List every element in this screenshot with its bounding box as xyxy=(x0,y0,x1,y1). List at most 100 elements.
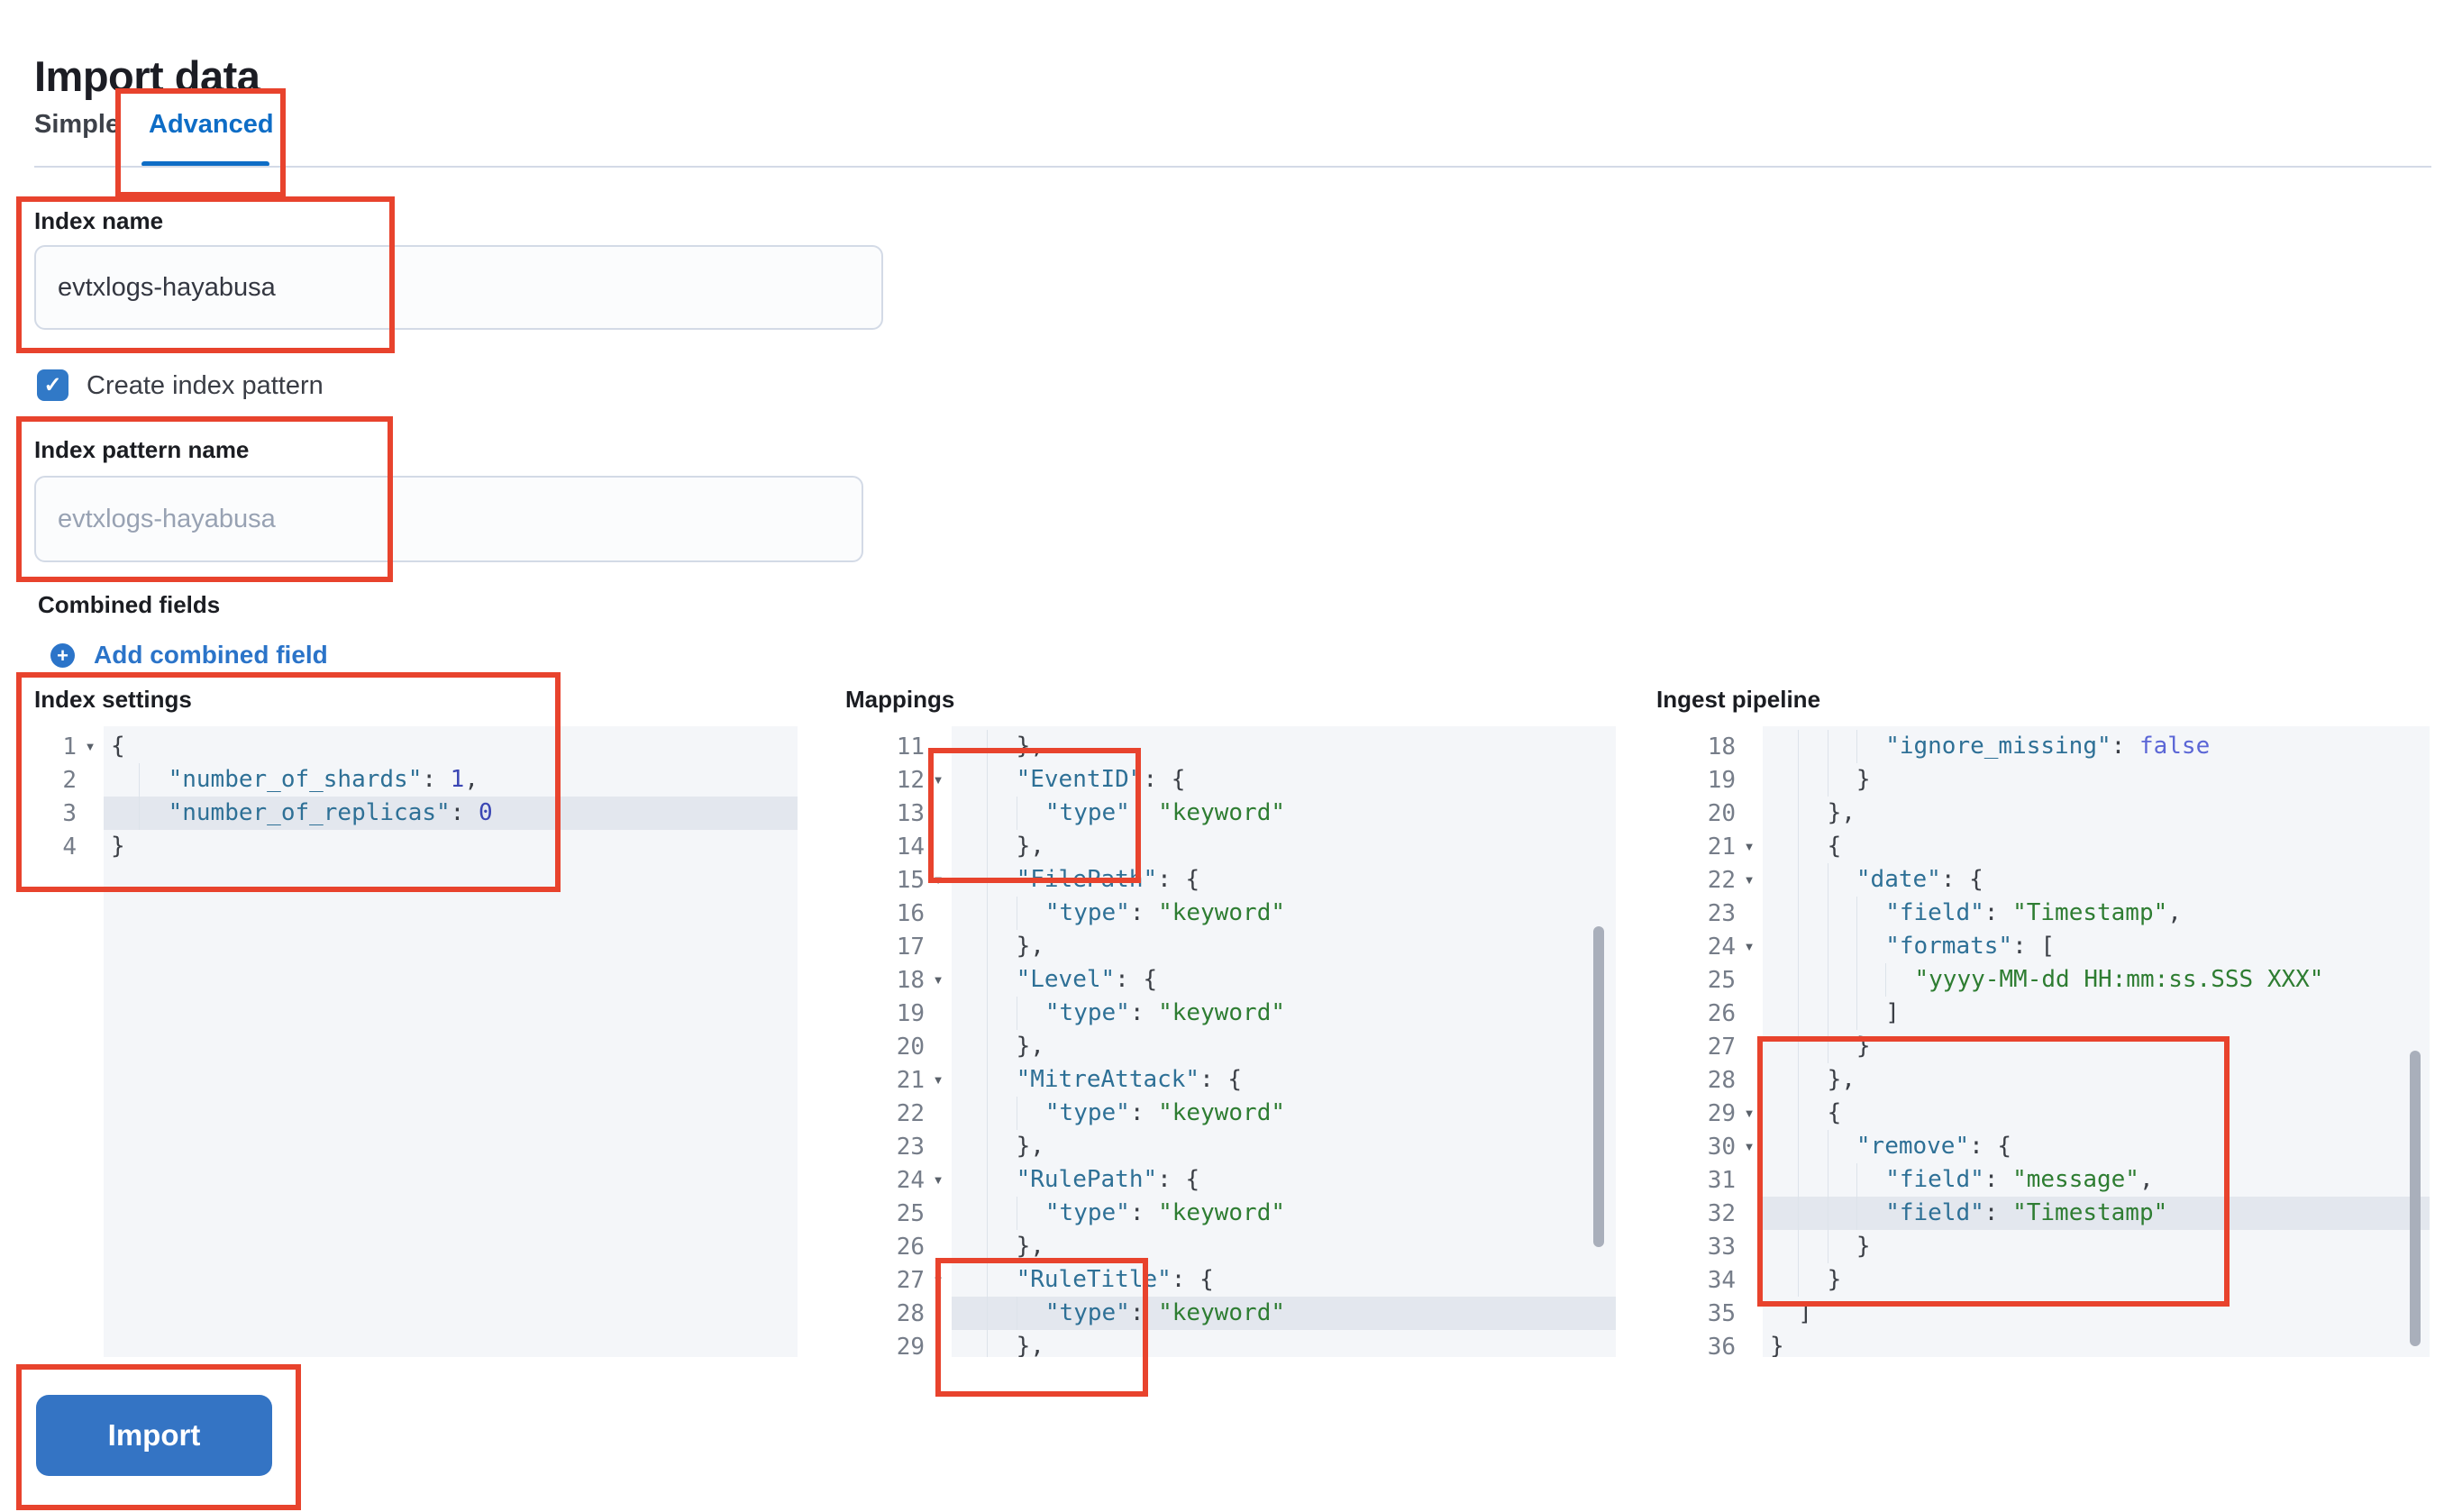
line-number-fold[interactable]: 15▼ xyxy=(852,863,952,897)
line-number-fold[interactable]: 27▼ xyxy=(852,1263,952,1297)
index-name-input[interactable] xyxy=(34,245,883,330)
index-pattern-name-input[interactable] xyxy=(34,476,863,562)
line-number-fold[interactable]: 24▼ xyxy=(852,1163,952,1197)
index-pattern-name-label: Index pattern name xyxy=(34,436,250,463)
fold-arrow-icon[interactable]: ▼ xyxy=(932,773,944,787)
code-line: "remove": { xyxy=(1763,1130,2430,1163)
code-line: "type": "keyword" xyxy=(952,997,1616,1030)
code-line: "type": "keyword" xyxy=(952,797,1616,830)
page-title: Import data xyxy=(34,52,260,101)
code-line: }, xyxy=(952,1330,1616,1357)
line-number-fold[interactable]: 21▼ xyxy=(852,1063,952,1097)
code-line: "formats": [ xyxy=(1763,930,2430,963)
code-line: }, xyxy=(952,830,1616,863)
code-line: "ignore_missing": false xyxy=(1763,730,2430,763)
code-line: "number_of_shards": 1, xyxy=(104,763,798,797)
add-combined-field-link[interactable]: Add combined field xyxy=(94,641,328,669)
code-line: "field": "message", xyxy=(1763,1163,2430,1197)
code-line: }, xyxy=(1763,797,2430,830)
code-line: { xyxy=(111,733,125,760)
line-number-fold[interactable]: 22▼ xyxy=(1663,863,1763,897)
fold-arrow-icon[interactable]: ▼ xyxy=(932,973,944,987)
fold-arrow-icon[interactable]: ▼ xyxy=(1743,1140,1755,1153)
fold-arrow-icon[interactable]: ▼ xyxy=(932,1173,944,1187)
mappings-scrollbar[interactable] xyxy=(1593,926,1604,1247)
create-index-pattern-checkbox[interactable]: ✓ xyxy=(37,369,68,401)
line-number: 2 xyxy=(62,766,77,794)
line-number-fold[interactable]: 21▼ xyxy=(1663,830,1763,863)
index-settings-code[interactable]: { "number_of_shards": 1,"number_of_replic… xyxy=(104,726,798,1357)
line-number: 3 xyxy=(62,799,77,827)
line-number-fold[interactable]: 24▼ xyxy=(1663,930,1763,963)
combined-fields-label: Combined fields xyxy=(38,591,221,618)
code-line: } xyxy=(1763,1230,2430,1263)
line-number-fold[interactable]: 29▼ xyxy=(1663,1097,1763,1130)
code-line: { xyxy=(1763,830,2430,863)
ingest-pipeline-label: Ingest pipeline xyxy=(1656,686,1821,713)
ingest-pipeline-scrollbar[interactable] xyxy=(2410,1051,2421,1346)
fold-arrow-icon[interactable]: ▼ xyxy=(84,740,96,753)
code-line: }, xyxy=(952,930,1616,963)
tab-simple[interactable]: Simple xyxy=(34,110,121,139)
code-line: } xyxy=(1763,763,2430,797)
line-number: 16 xyxy=(896,899,925,927)
import-button[interactable]: Import xyxy=(36,1395,272,1476)
code-line: "RulePath": { xyxy=(952,1163,1616,1197)
line-number: 13 xyxy=(896,799,925,827)
code-line: "FilePath": { xyxy=(952,863,1616,897)
code-line: "type": "keyword" xyxy=(952,1197,1616,1230)
code-line: }, xyxy=(952,1230,1616,1263)
fold-arrow-icon[interactable]: ▼ xyxy=(1743,840,1755,853)
check-icon: ✓ xyxy=(43,373,62,397)
line-number: 27 xyxy=(1707,1033,1736,1061)
fold-arrow-icon[interactable]: ▼ xyxy=(1743,940,1755,953)
mappings-code[interactable]: },"EventID": {"type": "keyword"},"FilePa… xyxy=(952,726,1616,1357)
code-line: }, xyxy=(952,1130,1616,1163)
fold-arrow-icon[interactable]: ▼ xyxy=(1743,873,1755,887)
line-number: 19 xyxy=(1707,766,1736,794)
line-number: 29 xyxy=(896,1333,925,1361)
code-line: } xyxy=(111,833,125,860)
line-number: 23 xyxy=(1707,899,1736,927)
code-line-active: "number_of_replicas": 0 xyxy=(104,797,798,830)
fold-arrow-icon[interactable]: ▼ xyxy=(932,1073,944,1087)
code-line: }, xyxy=(952,730,1616,763)
tab-advanced[interactable]: Advanced xyxy=(149,110,274,139)
code-line-active: "field": "Timestamp" xyxy=(1763,1197,2430,1230)
index-name-label: Index name xyxy=(34,207,164,234)
code-line: { xyxy=(1763,1097,2430,1130)
line-number: 36 xyxy=(1707,1333,1736,1361)
line-number-fold[interactable]: 30▼ xyxy=(1663,1130,1763,1163)
fold-arrow-icon[interactable]: ▼ xyxy=(932,1273,944,1287)
line-number: 28 xyxy=(1707,1066,1736,1094)
code-line: ] xyxy=(1763,997,2430,1030)
fold-arrow-icon[interactable]: ▼ xyxy=(932,873,944,887)
fold-arrow-icon[interactable]: ▼ xyxy=(1743,1107,1755,1120)
line-number: 20 xyxy=(1707,799,1736,827)
line-number: 14 xyxy=(896,833,925,861)
create-index-pattern-label[interactable]: Create index pattern xyxy=(87,371,324,400)
line-number-fold[interactable]: 18▼ xyxy=(852,963,952,997)
line-number-fold[interactable]: 12▼ xyxy=(852,763,952,797)
line-number: 4 xyxy=(62,833,77,861)
line-number: 34 xyxy=(1707,1266,1736,1294)
line-number-fold[interactable]: 1▼ xyxy=(34,730,104,763)
mappings-label: Mappings xyxy=(845,686,955,713)
code-line: ] xyxy=(1798,1299,1812,1326)
index-settings-gutter: 1▼ 2 3 4 xyxy=(34,726,104,1357)
code-line: "RuleTitle": { xyxy=(952,1263,1616,1297)
code-line: "date": { xyxy=(1763,863,2430,897)
line-number: 28 xyxy=(896,1299,925,1327)
plus-in-circle-icon[interactable]: + xyxy=(50,643,75,668)
code-line-active: "type": "keyword" xyxy=(952,1297,1616,1330)
line-number: 35 xyxy=(1707,1299,1736,1327)
code-line: "Level": { xyxy=(952,963,1616,997)
line-number: 11 xyxy=(896,733,925,761)
code-line: }, xyxy=(952,1030,1616,1063)
line-number: 20 xyxy=(896,1033,925,1061)
ingest-pipeline-code[interactable]: "ignore_missing": false}},{"date": {"fie… xyxy=(1763,726,2430,1357)
